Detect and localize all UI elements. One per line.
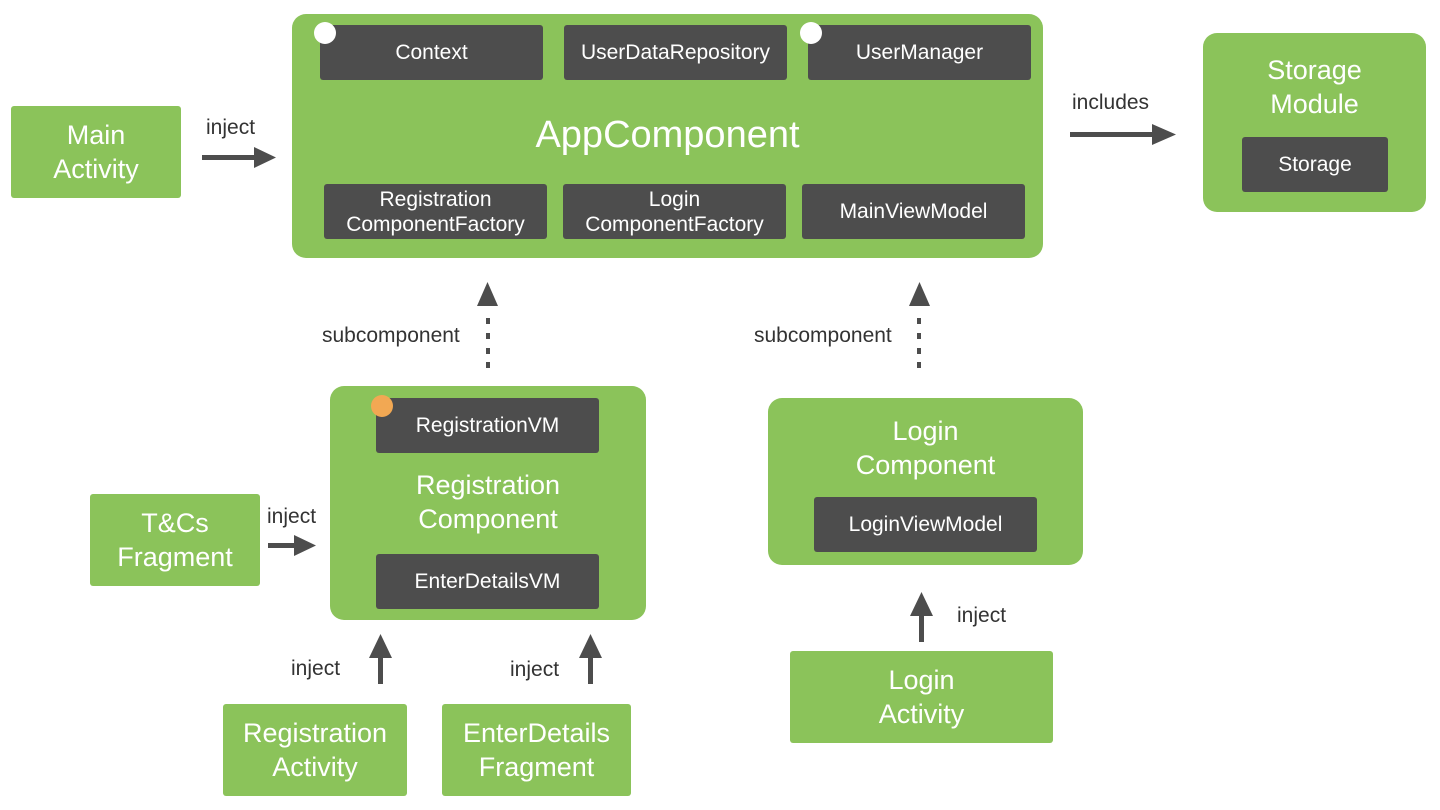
user-data-repository-chip: UserDataRepository [564,25,787,80]
registration-component-title: Registration Component [415,470,561,534]
login-subcomponent-arrow [909,282,930,368]
tcs-fragment-node[interactable]: T&Cs Fragment [90,494,260,586]
tcs-fragment-label: T&Cs Fragment [117,508,233,572]
enter-details-inject-arrow [579,634,602,684]
registration-vm-label: RegistrationVM [415,414,560,437]
registration-activity-inject-arrow [369,634,392,684]
user-manager-label: UserManager [855,41,984,64]
registration-component[interactable]: RegistrationVM Registration Component En… [330,386,646,620]
includes-arrow [1070,124,1176,145]
login-component-title: Login Component [855,416,996,480]
registration-activity-label: Registration Activity [242,718,388,782]
storage-chip: Storage [1242,137,1388,192]
login-view-model-label: LoginViewModel [848,513,1003,536]
registration-component-factory-chip: Registration ComponentFactory [324,184,547,239]
login-component-factory-chip: Login ComponentFactory [563,184,786,239]
login-view-model-chip: LoginViewModel [814,497,1037,552]
login-activity-label: Login Activity [878,665,965,729]
enter-details-inject-label: inject [510,658,560,681]
registration-subcomponent-label: subcomponent [322,324,460,347]
main-activity-label: Main Activity [53,120,139,184]
tcs-inject-label: inject [267,505,317,528]
user-manager-chip: UserManager [808,25,1031,80]
main-view-model-chip: MainViewModel [802,184,1025,239]
registration-vm-chip: RegistrationVM [376,398,599,453]
main-inject-label: inject [206,116,256,139]
enter-details-vm-chip: EnterDetailsVM [376,554,599,609]
tcs-inject-arrow [268,535,316,556]
context-label: Context [395,41,468,64]
user-data-repository-label: UserDataRepository [580,41,771,64]
login-activity-inject-arrow [910,592,933,642]
registration-subcomponent-arrow [477,282,498,368]
enter-details-fragment-node[interactable]: EnterDetails Fragment [442,704,631,796]
main-activity-node[interactable]: Main Activity [11,106,181,198]
app-component-title: AppComponent [535,114,800,156]
app-component[interactable]: Context UserDataRepository UserManager A… [292,14,1043,258]
enter-details-vm-label: EnterDetailsVM [414,570,561,593]
storage-label: Storage [1278,153,1352,176]
storage-module-title: Storage Module [1267,55,1362,119]
registration-component-factory-label: Registration ComponentFactory [346,187,525,236]
main-activity-inject-arrow [202,147,276,168]
singleton-marker-dot [314,22,336,44]
includes-label: includes [1072,91,1150,114]
main-view-model-label: MainViewModel [839,200,988,223]
registration-activity-node[interactable]: Registration Activity [223,704,407,796]
scoped-marker-dot [371,395,393,417]
singleton-marker-dot [800,22,822,44]
context-chip: Context [320,25,543,80]
login-component-factory-label: Login ComponentFactory [585,187,764,236]
login-activity-node[interactable]: Login Activity [790,651,1053,743]
login-activity-inject-label: inject [957,604,1007,627]
enter-details-fragment-label: EnterDetails Fragment [462,718,611,782]
storage-module[interactable]: Storage Module Storage [1203,33,1426,212]
registration-activity-inject-label: inject [291,657,341,680]
login-component[interactable]: Login Component LoginViewModel [768,398,1083,565]
login-subcomponent-label: subcomponent [754,324,892,347]
